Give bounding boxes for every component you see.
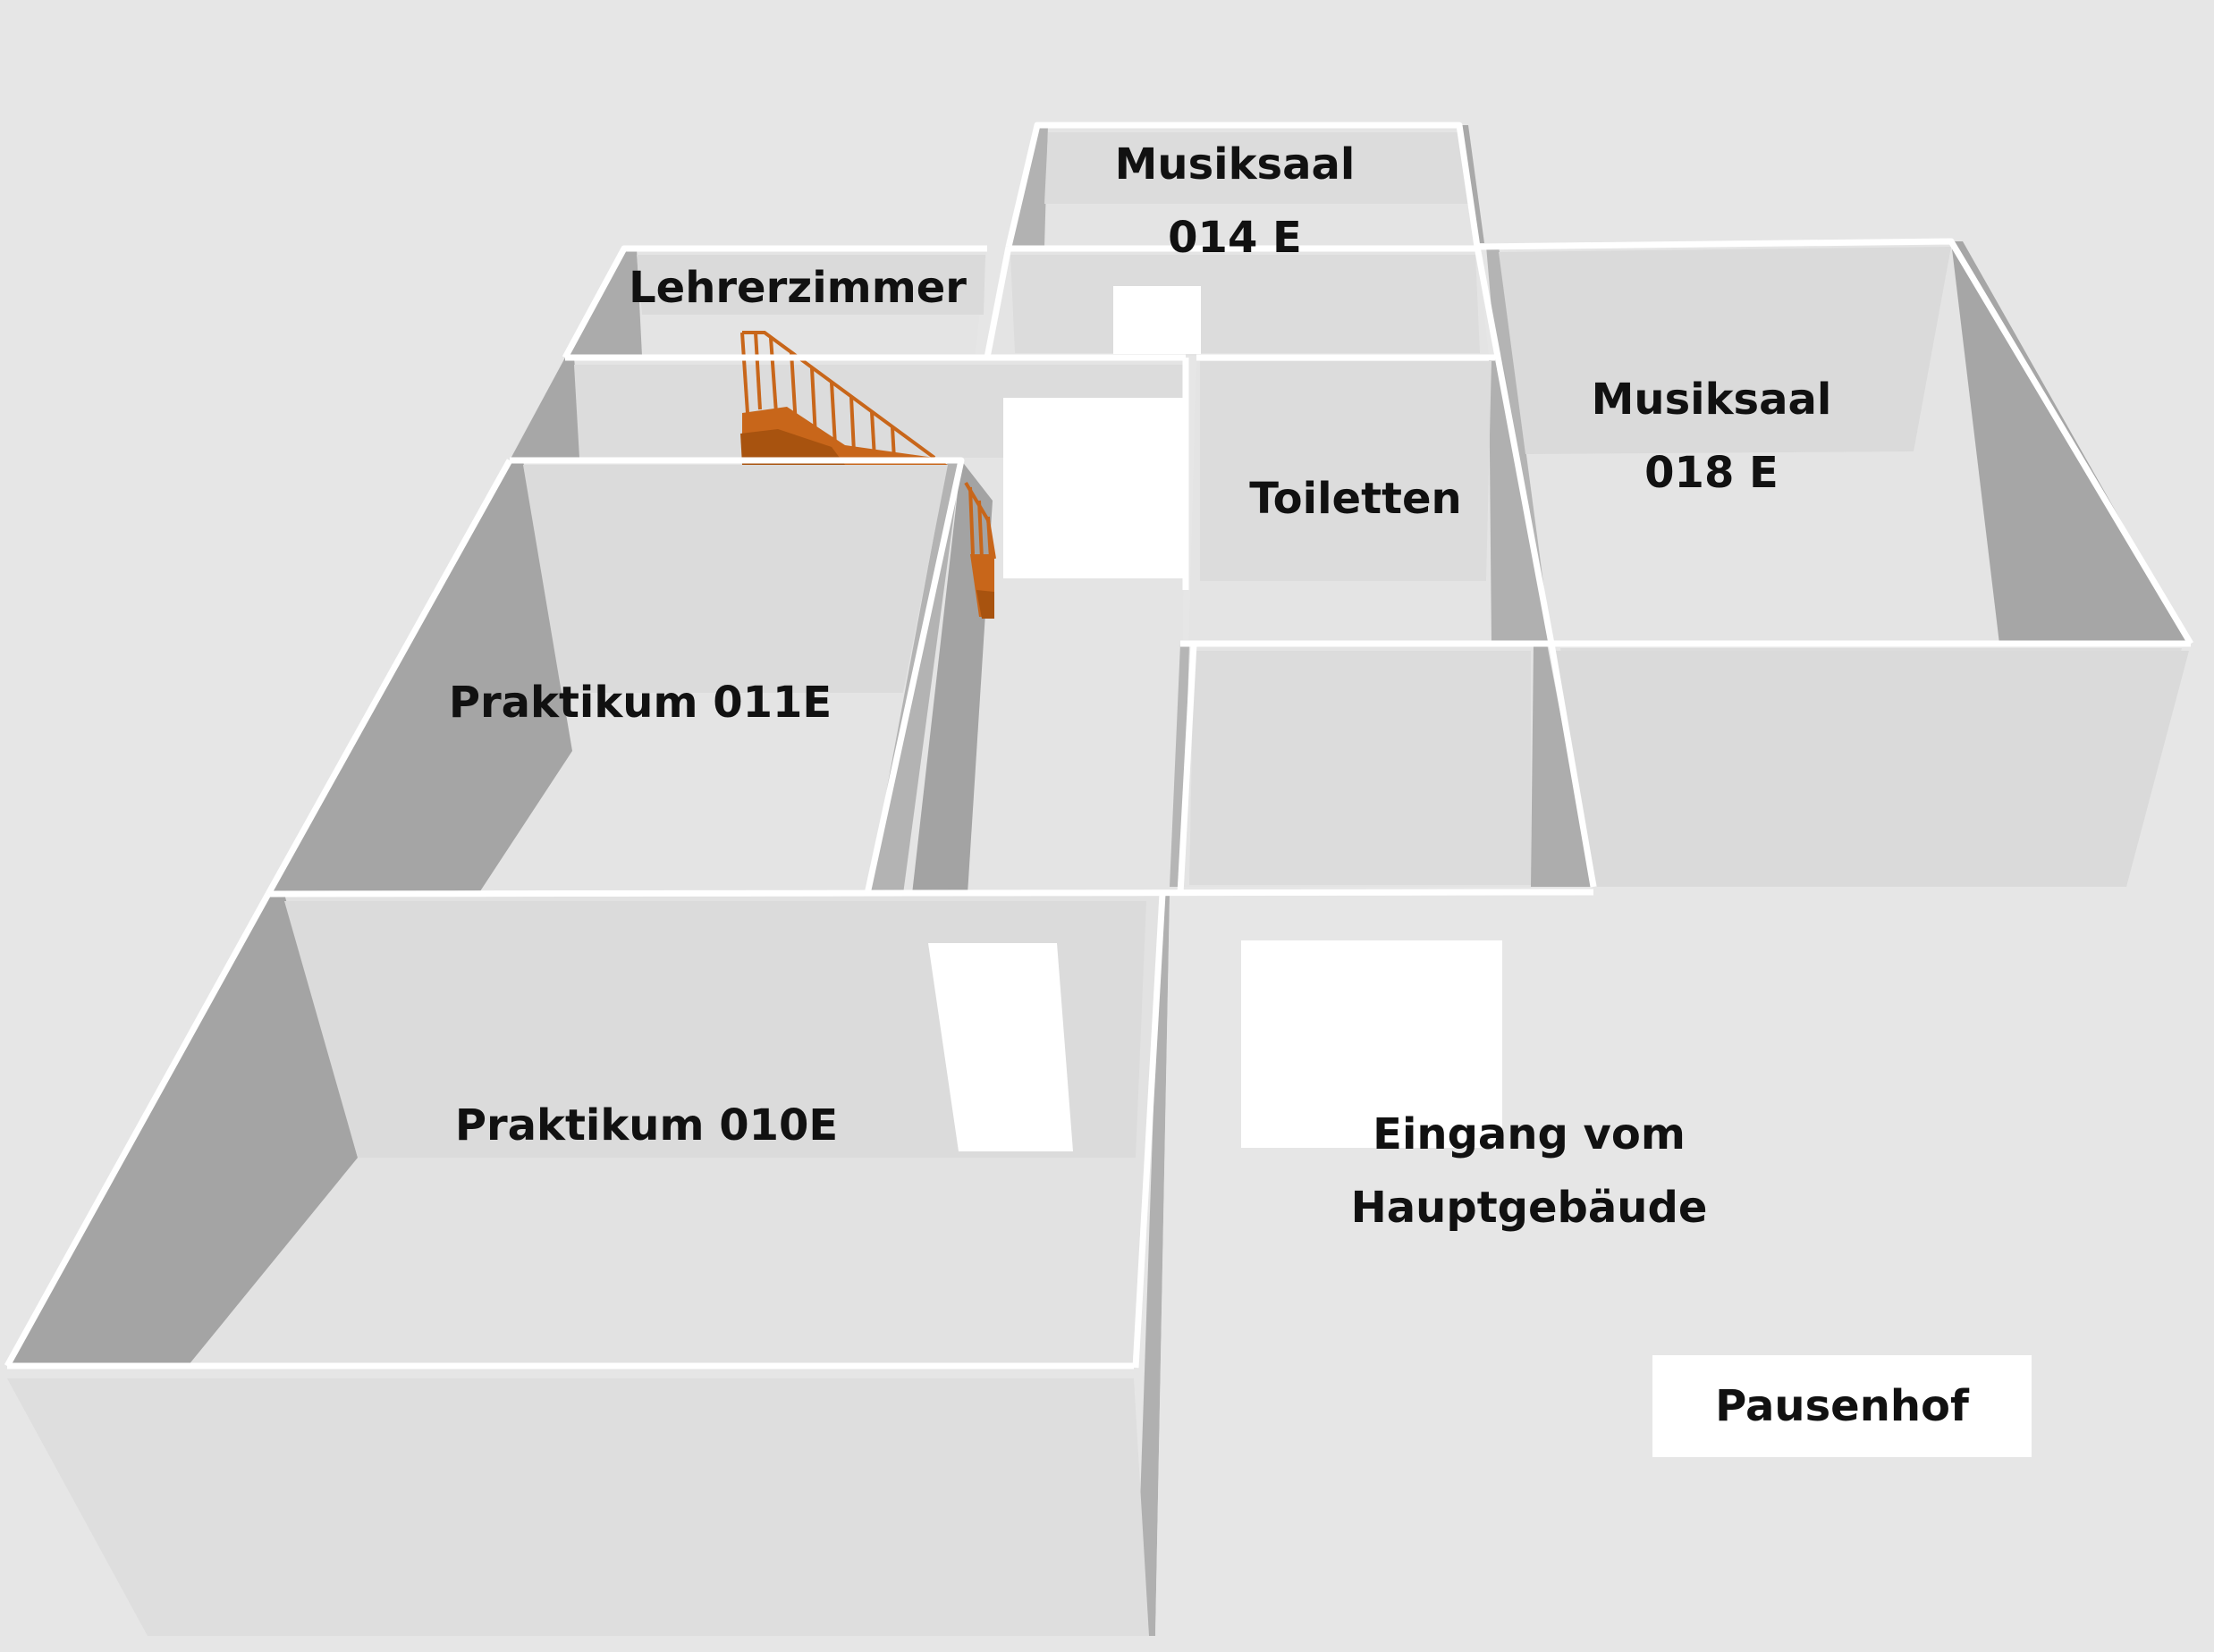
room-label-lehrerzimmer: Lehrerzimmer [629, 251, 967, 324]
room-label-praktikum-010: Praktikum 010E [455, 1089, 838, 1162]
wall-tops [4, 122, 2194, 1370]
door-opening [928, 943, 1073, 1151]
room-name: Toiletten [1249, 474, 1462, 524]
door-opening [1003, 398, 1187, 578]
door-opening [1113, 286, 1201, 354]
room-label-musiksaal-018: Musiksaal 018 E [1592, 363, 1832, 510]
room-name: Praktikum 010E [454, 1100, 839, 1150]
room-label-praktikum-011: Praktikum 011E [449, 666, 832, 739]
entrance-line-2: Hauptgebäude [1350, 1183, 1708, 1233]
room-label-toiletten: Toiletten [1249, 462, 1461, 535]
staircase [740, 331, 996, 619]
room-name: Praktikum 011E [448, 678, 832, 728]
room-number: 014 E [1168, 213, 1302, 263]
pausenhof-label-box: Pausenhof [1652, 1355, 2032, 1457]
doors [928, 286, 1502, 1151]
room-name: Musiksaal [1591, 375, 1832, 425]
room-label-eingang: Eingang vom Hauptgebäude [1351, 1098, 1708, 1244]
door-opening [1241, 940, 1502, 1148]
room-name: Lehrerzimmer [629, 263, 967, 313]
room-number: 018 E [1644, 448, 1779, 498]
room-label-musiksaal-014: Musiksaal 014 E [1115, 128, 1356, 274]
room-name: Musiksaal [1114, 139, 1356, 190]
pausenhof-label: Pausenhof [1715, 1381, 1969, 1431]
entrance-line-1: Eingang vom [1373, 1109, 1686, 1159]
